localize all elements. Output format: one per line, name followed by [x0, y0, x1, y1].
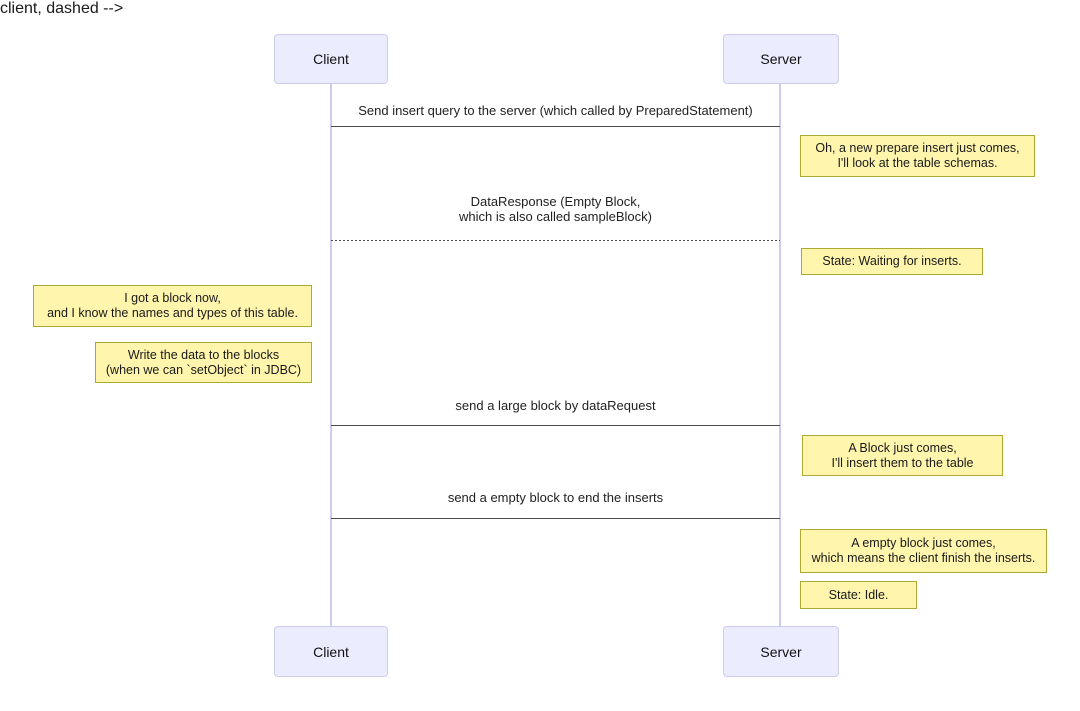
note-prepare-insert: Oh, a new prepare insert just comes, I'l… — [800, 135, 1035, 177]
note-state-idle: State: Idle. — [800, 581, 917, 609]
message-line-text: send a empty block to end the inserts — [447, 490, 664, 505]
server-lifeline — [779, 84, 781, 626]
message-4-text: send a empty block to end the inserts — [331, 490, 780, 505]
message-line-text: Send insert query to the server (which c… — [358, 103, 753, 118]
note-got-block: I got a block now, and I know the names … — [33, 285, 312, 327]
note-block-comes: A Block just comes, I'll insert them to … — [802, 435, 1003, 476]
note-line: Write the data to the blocks — [127, 347, 280, 362]
note-line: State: Waiting for inserts. — [822, 254, 962, 268]
note-state-waiting: State: Waiting for inserts. — [801, 248, 983, 275]
note-line: I'll insert them to the table — [831, 455, 974, 470]
message-2-text: DataResponse (Empty Block, which is also… — [331, 194, 780, 224]
message-line-text: send a large block by dataRequest — [455, 398, 656, 413]
note-line: A empty block just comes, — [851, 536, 996, 550]
note-empty-block: A empty block just comes, which means th… — [800, 529, 1047, 573]
note-line: I got a block now, — [124, 291, 221, 305]
message-1-line — [331, 126, 780, 127]
message-line-text: DataResponse (Empty Block, — [470, 194, 641, 209]
note-write-data: Write the data to the blocks (when we ca… — [95, 342, 312, 383]
note-line: and I know the names and types of this t… — [47, 306, 298, 320]
note-line: A Block just comes, — [848, 440, 957, 455]
actor-server-top: Server — [723, 34, 839, 84]
note-line: (when we can `setObject` in JDBC) — [105, 362, 302, 377]
actor-client-bottom: Client — [274, 626, 388, 677]
message-1-text: Send insert query to the server (which c… — [331, 103, 780, 118]
client-lifeline — [330, 84, 332, 626]
message-3-line — [331, 425, 780, 426]
message-3-text: send a large block by dataRequest — [331, 398, 780, 413]
note-line: Oh, a new prepare insert just comes, — [815, 141, 1020, 155]
note-line: I'll look at the table schemas. — [837, 156, 998, 170]
message-2-line — [331, 240, 780, 241]
message-4-line — [331, 518, 780, 519]
actor-server-bottom: Server — [723, 626, 839, 677]
note-line: State: Idle. — [828, 587, 889, 602]
message-line-text: which is also called sampleBlock) — [459, 209, 652, 224]
note-line: which means the client finish the insert… — [811, 551, 1036, 565]
actor-client-top: Client — [274, 34, 388, 84]
